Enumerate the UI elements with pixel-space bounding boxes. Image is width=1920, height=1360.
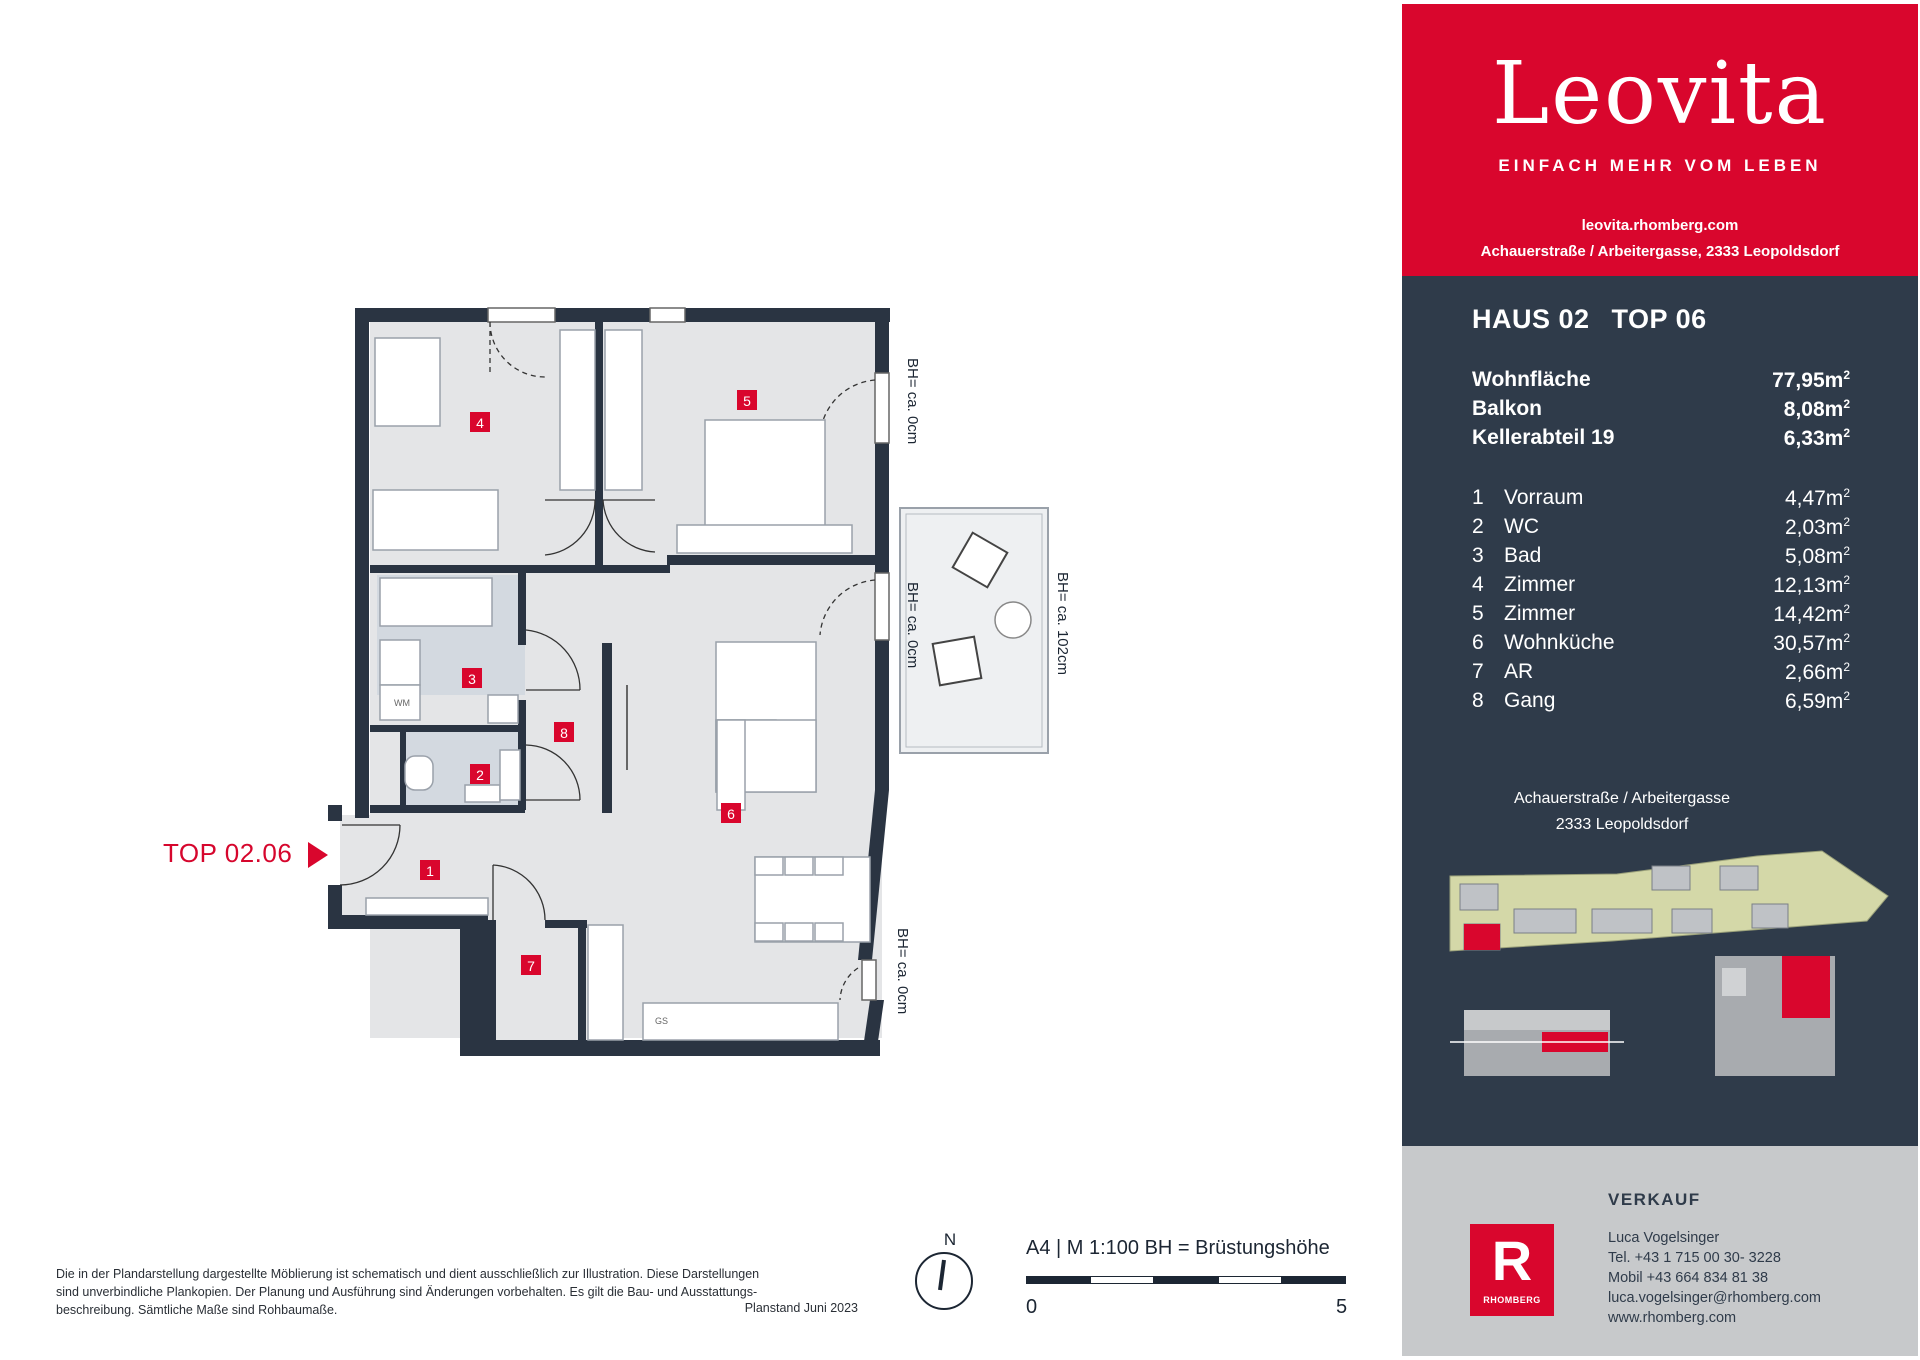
furniture bbox=[365, 329, 871, 1041]
scale-start: 0 bbox=[1026, 1296, 1038, 1318]
site-map: N bbox=[1402, 276, 1918, 716]
summary-value: 8,08m2 bbox=[1783, 397, 1850, 421]
scale-end: 5 bbox=[1336, 1296, 1348, 1318]
wm-label: WM bbox=[394, 698, 410, 708]
leovita-logo: Leovita bbox=[1492, 44, 1828, 144]
disclaimer-line: sind unverbindliche Plankopien. Der Plan… bbox=[56, 1285, 758, 1299]
room-tag-4: 4 bbox=[476, 415, 484, 431]
unit-title: HAUS 02 TOP 06 bbox=[1472, 304, 1729, 335]
contact-email[interactable]: luca.vogelsinger@rhomberg.com bbox=[1608, 1290, 1821, 1306]
contact-tel[interactable]: Tel. +43 1 715 00 30- 3228 bbox=[1608, 1250, 1781, 1266]
room-tag-5: 5 bbox=[743, 393, 751, 409]
gs-label: GS bbox=[655, 1016, 668, 1026]
summary-value: 6,33m2 bbox=[1783, 426, 1850, 450]
rhomberg-logo: R RHOMBERG bbox=[1470, 1224, 1554, 1316]
contact-mobil[interactable]: Mobil +43 664 834 81 38 bbox=[1608, 1270, 1769, 1286]
summary-row: Wohnfläche 77,95m2 bbox=[1472, 368, 1850, 392]
scale-bar bbox=[1026, 1276, 1346, 1284]
unit-details: HAUS 02 TOP 06 Wohnfläche 77,95m2 Balkon … bbox=[1402, 276, 1918, 1146]
brand-tagline: EINFACH MEHR VOM LEBEN bbox=[1498, 156, 1822, 175]
balcony bbox=[899, 507, 1049, 754]
rhomberg-logo-letter: R bbox=[1491, 1229, 1533, 1292]
summary-row: Kellerabteil 19 6,33m2 bbox=[1472, 426, 1850, 450]
entrance-label: TOP 02.06 bbox=[163, 838, 293, 868]
location-street: Achauerstraße / Arbeitergasse bbox=[1513, 790, 1731, 807]
bh-label: BH= ca. 0cm bbox=[904, 582, 921, 668]
north-label: N bbox=[944, 1230, 956, 1249]
room-tag-1: 1 bbox=[426, 863, 434, 879]
bh-label: BH= ca. 0cm bbox=[894, 928, 911, 1014]
brand-website[interactable]: leovita.rhomberg.com bbox=[1581, 217, 1739, 234]
summary-label: Balkon bbox=[1472, 397, 1543, 420]
summary-label: Kellerabteil 19 bbox=[1472, 426, 1615, 449]
disclaimer: Die in der Plandarstellung dargestellte … bbox=[56, 1265, 856, 1319]
windows bbox=[487, 307, 890, 1001]
info-panel: Leovita EINFACH MEHR VOM LEBEN leovita.r… bbox=[1402, 4, 1918, 1356]
sales-contact: R RHOMBERG VERKAUF Luca Vogelsinger Tel.… bbox=[1402, 1146, 1918, 1356]
floor-plan-drawing: 1 2 3 4 5 6 7 8 WM GS BH= ca. 0cm BH= ca… bbox=[308, 307, 1071, 1310]
top-label: TOP 06 bbox=[1611, 304, 1707, 334]
haus-label: HAUS 02 bbox=[1472, 304, 1590, 334]
scale-caption: A4 | M 1:100 BH = Brüstungshöhe bbox=[1026, 1237, 1330, 1259]
site-plan bbox=[1449, 850, 1889, 1076]
brand-address: Achauerstraße / Arbeitergasse, 2333 Leop… bbox=[1480, 243, 1840, 260]
planstand: Planstand Juni 2023 bbox=[744, 1301, 858, 1315]
room-tag-2: 2 bbox=[476, 767, 484, 783]
disclaimer-line: beschreibung. Sämtliche Maße sind Rohbau… bbox=[56, 1303, 338, 1317]
room-tags: 1 2 3 4 5 6 7 8 bbox=[420, 390, 757, 975]
summary-row: Balkon 8,08m2 bbox=[1472, 397, 1850, 421]
summary-label: Wohnfläche bbox=[1472, 368, 1591, 391]
north-arrow-icon: N bbox=[915, 1230, 973, 1310]
room-tag-7: 7 bbox=[527, 958, 535, 974]
disclaimer-line: Die in der Plandarstellung dargestellte … bbox=[56, 1267, 760, 1281]
location-address: Achauerstraße / Arbeitergasse 2333 Leopo… bbox=[1482, 786, 1762, 838]
location-city: 2333 Leopoldsdorf bbox=[1555, 816, 1689, 833]
brand-header: Leovita EINFACH MEHR VOM LEBEN leovita.r… bbox=[1402, 4, 1918, 276]
kitchen-island bbox=[602, 643, 628, 813]
bh-label: BH= ca. 102cm bbox=[1054, 572, 1071, 675]
bh-label: BH= ca. 0cm bbox=[904, 358, 921, 444]
contact-name: Luca Vogelsinger bbox=[1608, 1230, 1720, 1246]
sales-heading: VERKAUF bbox=[1608, 1190, 1701, 1209]
room-tag-6: 6 bbox=[727, 806, 735, 822]
entrance-arrow-icon bbox=[308, 842, 328, 868]
room-tag-8: 8 bbox=[560, 725, 568, 741]
floor-plan-area: 1 2 3 4 5 6 7 8 WM GS BH= ca. 0cm BH= ca… bbox=[56, 307, 1348, 1319]
contact-web[interactable]: www.rhomberg.com bbox=[1608, 1310, 1737, 1326]
rhomberg-logo-name: RHOMBERG bbox=[1483, 1295, 1541, 1305]
walls bbox=[328, 308, 890, 1056]
room-tag-3: 3 bbox=[468, 671, 476, 687]
summary-value: 77,95m2 bbox=[1772, 368, 1850, 392]
